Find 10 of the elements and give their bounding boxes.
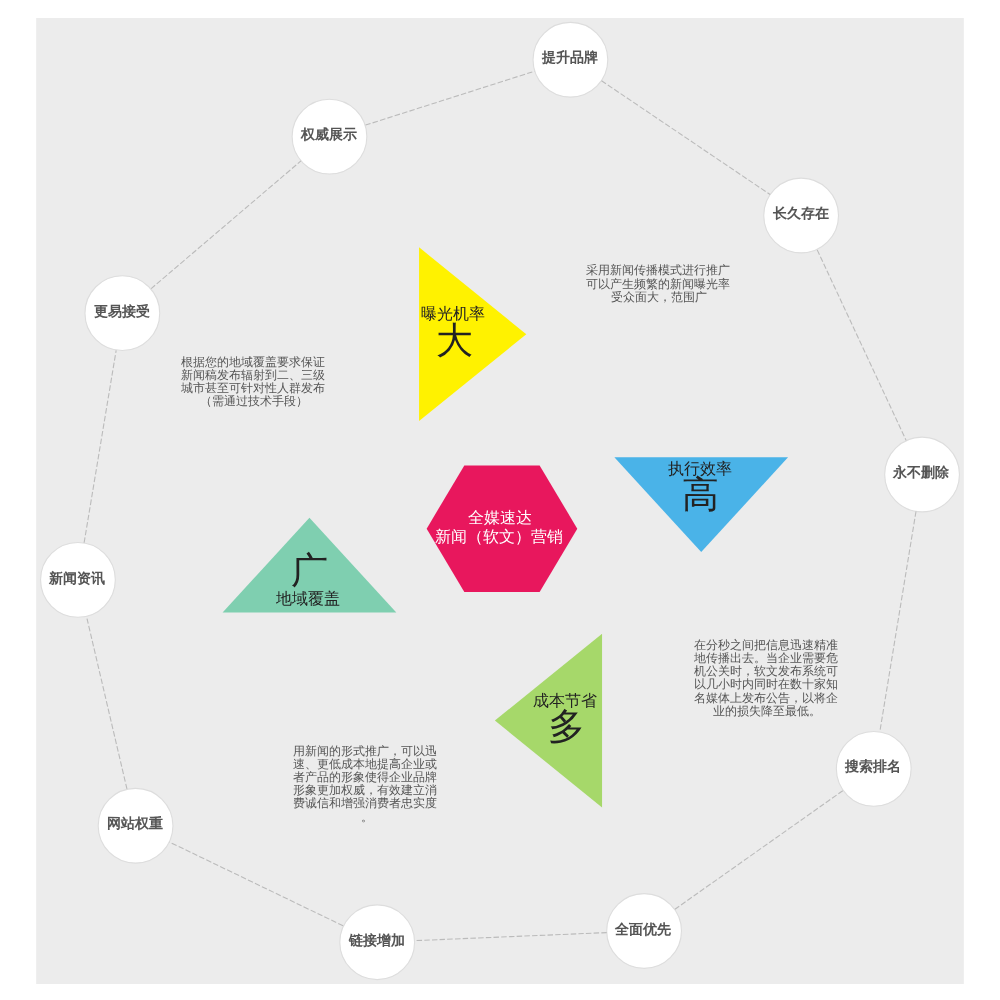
connector (365, 69, 536, 125)
connector (150, 159, 302, 289)
connector (674, 789, 844, 909)
connector (600, 79, 771, 195)
connector (83, 348, 117, 543)
connector (816, 248, 907, 440)
connector (86, 614, 128, 789)
connector (414, 931, 608, 941)
connector (168, 840, 344, 926)
connector (879, 509, 917, 732)
